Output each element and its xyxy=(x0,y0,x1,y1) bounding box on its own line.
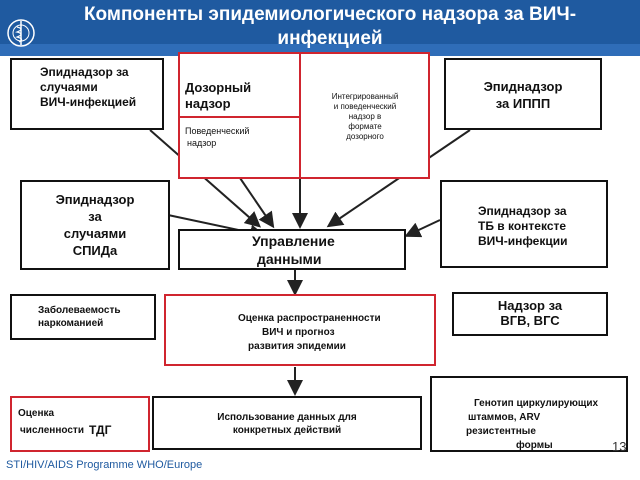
box-idu-line2: численности xyxy=(20,425,84,436)
box-data-management: Управление данными xyxy=(178,229,406,270)
box-genotype-line1: Генотип циркулирующих xyxy=(474,398,599,409)
box-drug-addiction: Заболеваемость наркоманией xyxy=(10,294,156,340)
box-integrated-line5: дозорного xyxy=(346,132,384,141)
box-idu-estimate: Оценка численности ТДГ xyxy=(10,396,150,452)
box-idu-line1: Оценка xyxy=(18,408,55,419)
footer-text: STI/HIV/AIDS Programme WHO/Europe xyxy=(6,459,203,471)
header-bar xyxy=(0,0,640,56)
box-drug-line1: Заболеваемость xyxy=(38,305,121,316)
box-integrated-line2: и поведенческий xyxy=(333,102,397,111)
arrow-sentinel-to-data xyxy=(239,177,275,229)
who-emblem-icon xyxy=(7,19,35,47)
box-integrated-line1: Интегрированный xyxy=(331,92,399,101)
box-sentinel-line1: Дозорный xyxy=(185,80,252,95)
box-sentinel-line2: надзор xyxy=(185,96,231,111)
box-aids-line2: за xyxy=(88,209,102,224)
box-sentinel: Дозорный надзор xyxy=(180,54,300,116)
box-aids: Эпиднадзор за случаями СПИДа xyxy=(20,180,170,270)
box-data-line1: Управление xyxy=(252,233,335,249)
box-aids-line3: случаями xyxy=(63,226,127,241)
box-data-use: Использование данных для конкретных дейс… xyxy=(152,396,422,450)
box-sti-line2: за ИППП xyxy=(495,96,551,111)
box-hiv-line2: случаями xyxy=(40,80,98,94)
box-integrated-line3: надзор в xyxy=(348,112,382,121)
box-idu-line3: ТДГ xyxy=(89,423,112,437)
box-prevalence-line3: развития эпидемии xyxy=(248,341,346,352)
page-title: Компоненты эпидемиологического надзора з… xyxy=(83,4,577,49)
box-data-line2: данными xyxy=(257,251,322,267)
box-genotype: Генотип циркулирующих штаммов, ARV резис… xyxy=(430,376,628,452)
box-drug-line2: наркоманией xyxy=(38,318,104,329)
box-hiv-surveillance: Эпиднадзор за случаями ВИЧ-инфекцией xyxy=(10,58,164,130)
box-integrated-line4: формате xyxy=(348,122,382,131)
box-genotype-line2: штаммов, ARV xyxy=(468,412,541,423)
page-number: 13 xyxy=(612,439,627,454)
box-aids-line1: Эпиднадзор xyxy=(55,192,135,207)
box-prevalence-line2: ВИЧ и прогноз xyxy=(262,327,335,338)
box-tb: Эпиднадзор за ТБ в контексте ВИЧ-инфекци… xyxy=(440,180,608,268)
box-hepatitis: Надзор за ВГВ, ВГС xyxy=(452,292,608,336)
box-genotype-line3: резистентные xyxy=(466,426,536,437)
box-sti-line1: Эпиднадзор xyxy=(483,79,563,94)
box-tb-line1: Эпиднадзор за xyxy=(478,204,567,218)
box-data-use-line1: Использование данных для xyxy=(217,412,357,423)
box-tb-line3: ВИЧ-инфекции xyxy=(478,234,568,248)
box-tb-line2: ТБ в контексте xyxy=(478,219,567,233)
arrow-tb-to-data xyxy=(404,219,441,238)
box-hepatitis-line1: Надзор за xyxy=(497,298,563,313)
header-band xyxy=(0,44,640,56)
box-hiv-line3: ВИЧ-инфекцией xyxy=(40,95,137,109)
box-hiv-line1: Эпиднадзор за xyxy=(40,65,129,79)
box-behavioral: Поведенческий надзор xyxy=(180,118,298,176)
box-sti: Эпиднадзор за ИППП xyxy=(444,58,602,130)
box-genotype-line4: формы xyxy=(516,440,553,451)
box-behavioral-line2: надзор xyxy=(187,138,217,148)
divider-vertical xyxy=(299,54,301,177)
box-hepatitis-line2: ВГВ, ВГС xyxy=(500,313,560,328)
box-behavioral-line1: Поведенческий xyxy=(185,126,250,136)
box-data-use-line2: конкретных действий xyxy=(232,425,342,436)
box-prevalence: Оценка распространенности ВИЧ и прогноз … xyxy=(164,294,436,366)
box-prevalence-line1: Оценка распространенности xyxy=(238,313,381,324)
box-aids-line4: СПИДа xyxy=(72,243,118,258)
divider-horizontal xyxy=(180,116,300,118)
box-integrated: Интегрированный и поведенческий надзор в… xyxy=(302,54,428,176)
